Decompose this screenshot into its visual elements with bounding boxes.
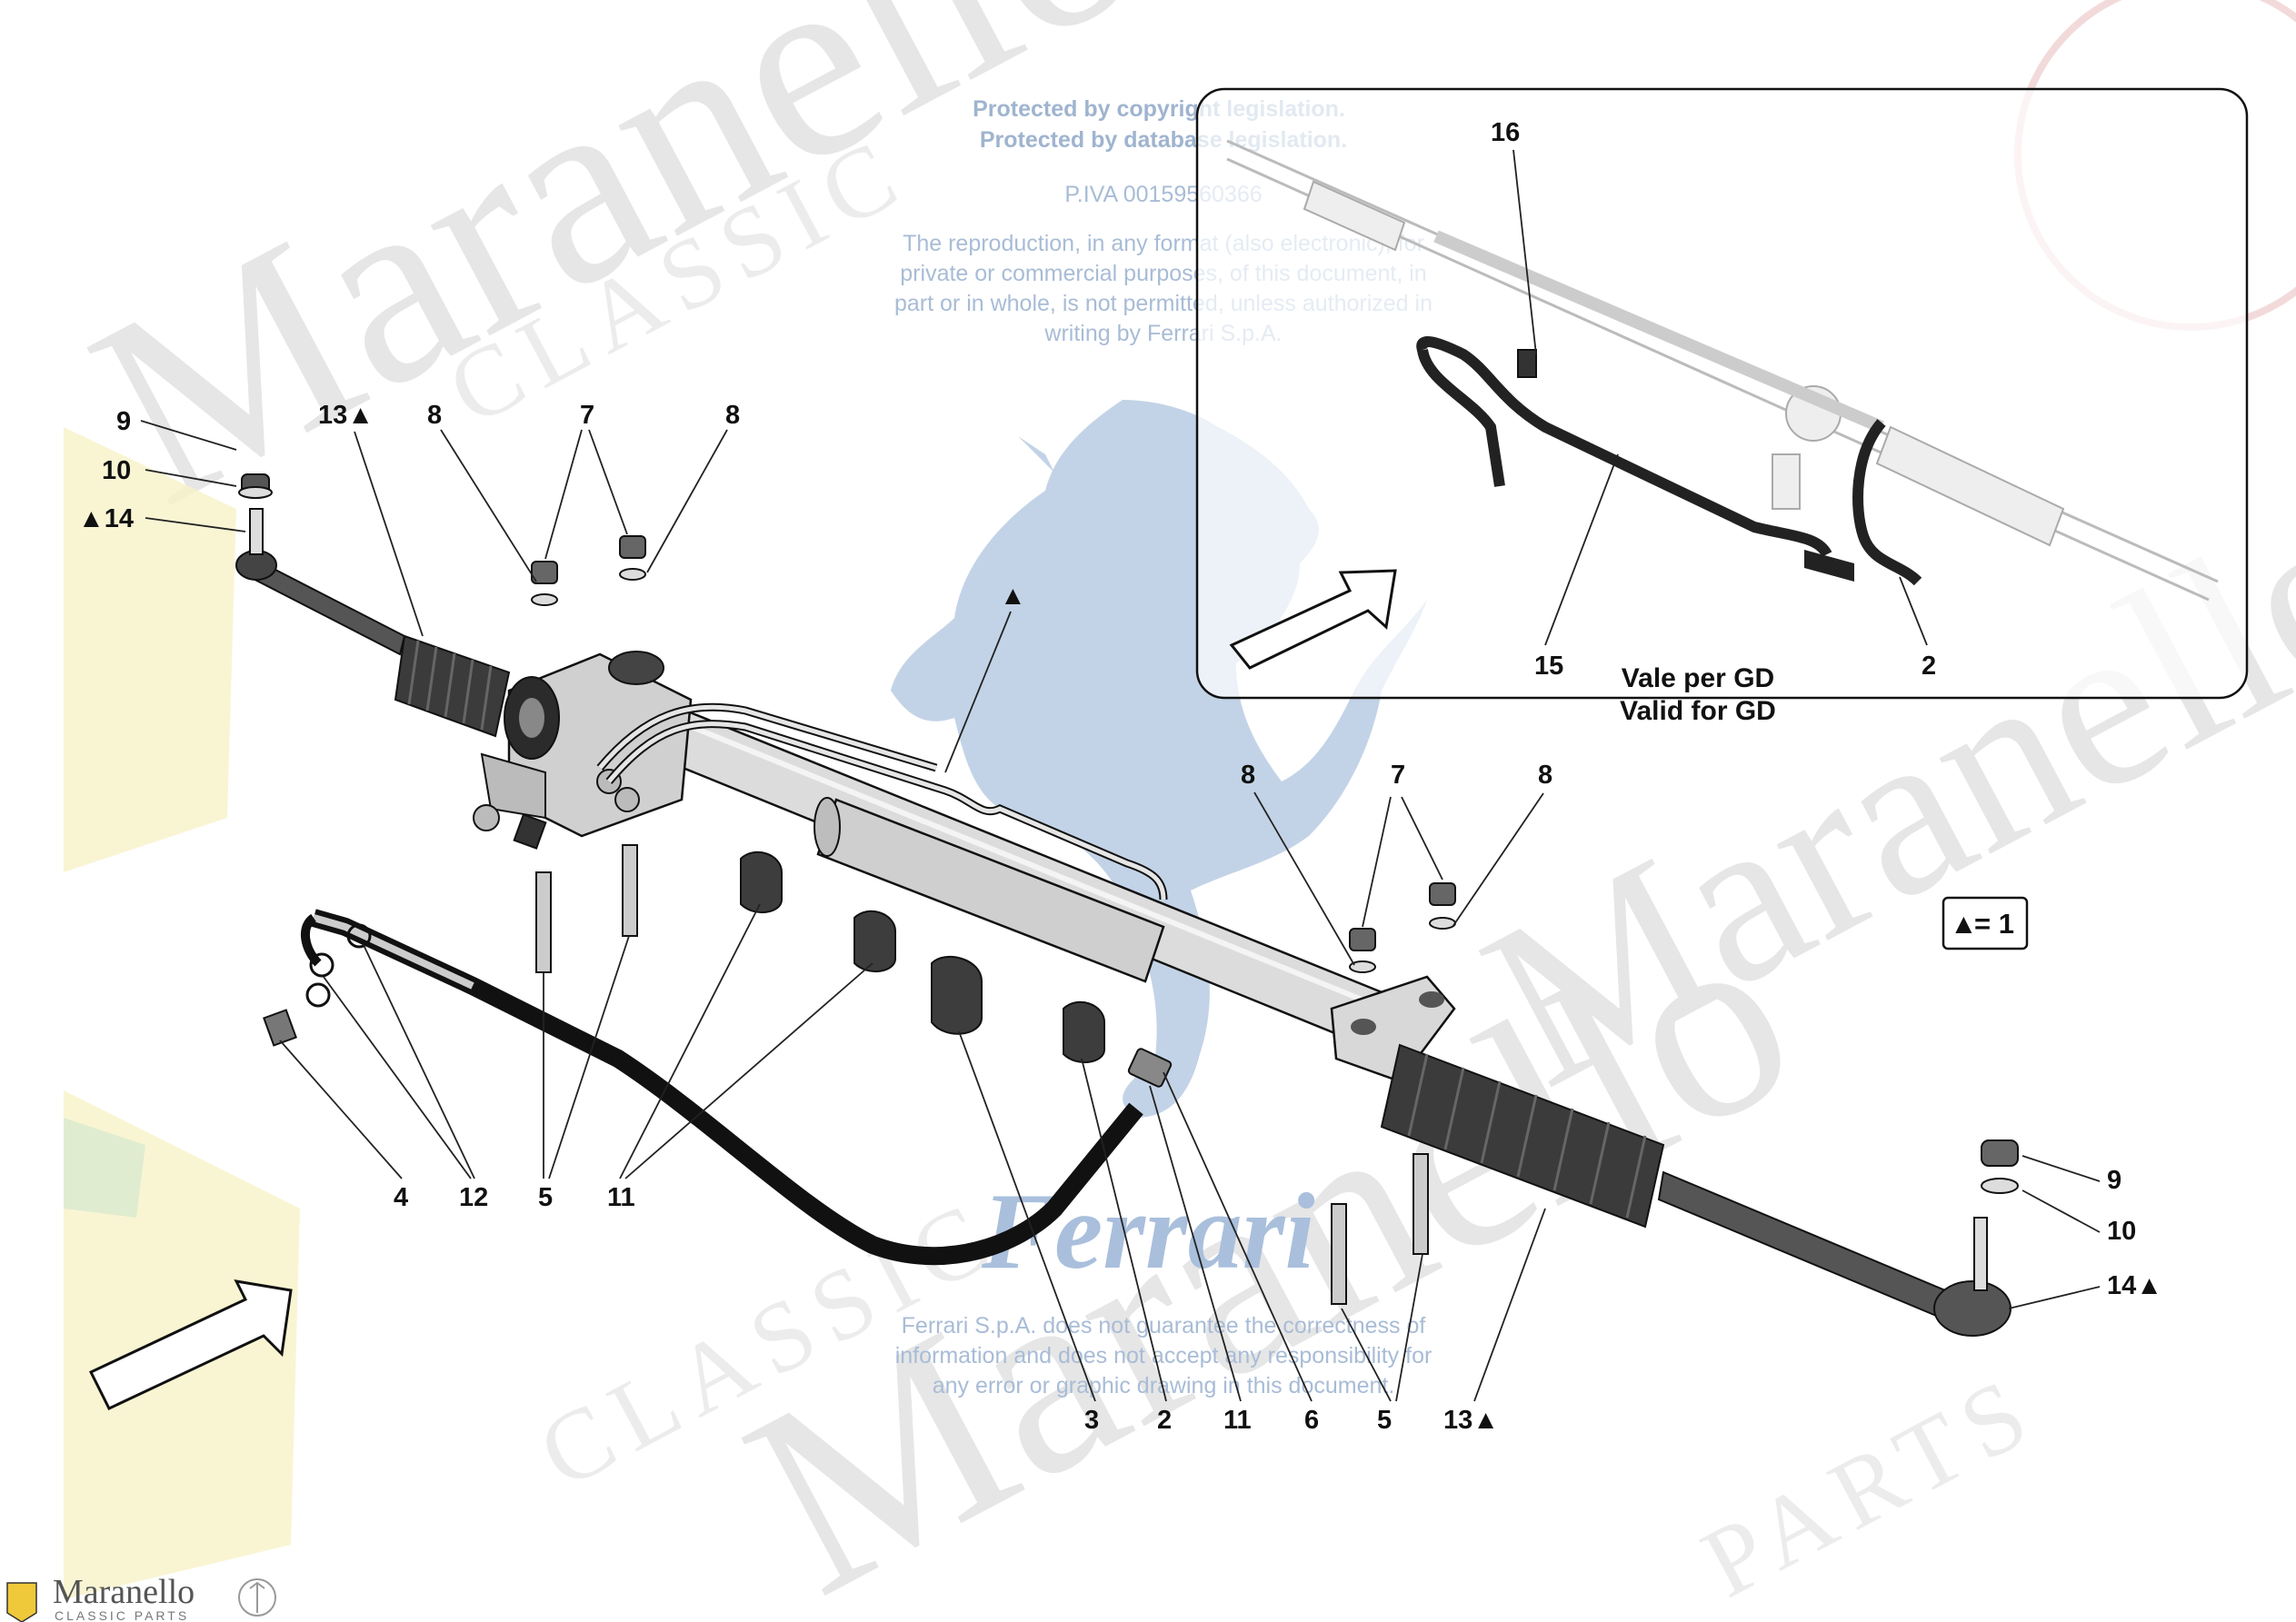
callout-12: 12	[459, 1183, 488, 1212]
callout-triangle-pipe: ▲	[1000, 582, 1026, 611]
inset-callout-2: 2	[1922, 652, 1936, 681]
callout-2: 2	[1157, 1406, 1172, 1435]
inset-hose-2	[1852, 419, 1922, 586]
callout-5-right: 5	[1377, 1406, 1392, 1435]
inset-caption-it: Vale per GD	[1622, 663, 1774, 693]
callout-labels: 9 10 ▲14 13▲ 8 7 8 ▲ 8 7 8 4 12 5 11 3 2…	[78, 401, 2162, 1435]
maserati-badge-icon	[238, 1578, 276, 1617]
inset-panel: 16 15 2 Vale per GD Valid for GD	[1195, 87, 2249, 726]
copyright-notice: Protected by copyright legislation. Prot…	[894, 96, 1433, 1398]
callout-8-right-a: 8	[1241, 761, 1255, 790]
legend-symbol: ▲	[1950, 908, 1978, 940]
callout-14-right: 14▲	[2107, 1271, 2162, 1300]
callout-8-right-b: 8	[1538, 761, 1552, 790]
callout-10-left: 10	[102, 456, 131, 485]
valve-housing	[473, 651, 693, 850]
callout-10-right: 10	[2107, 1217, 2136, 1246]
left-tie-rod	[235, 473, 406, 656]
left-bellow	[394, 634, 511, 738]
brand-sub: CLASSIC PARTS	[55, 1608, 189, 1622]
callout-6: 6	[1304, 1406, 1319, 1435]
bolts	[535, 844, 1429, 1305]
right-bellow	[1380, 1043, 1665, 1229]
inset-callout-15: 15	[1534, 652, 1563, 681]
callout-11-right: 11	[1223, 1406, 1252, 1435]
inset-caption-en: Valid for GD	[1620, 696, 1776, 726]
callout-13-left: 13▲	[318, 401, 374, 430]
right-tie-rod	[1657, 1139, 2019, 1337]
callout-5-left: 5	[538, 1183, 553, 1212]
nuts-washers	[531, 535, 1456, 973]
callout-8-left-b: 8	[725, 401, 740, 430]
disclaimer-1: Ferrari S.p.A. does not guarantee the co…	[902, 1313, 1426, 1338]
direction-arrow-icon	[88, 1279, 293, 1410]
callout-13-right: 13▲	[1443, 1406, 1499, 1435]
legend-text: = 1	[1974, 908, 2014, 940]
inset-direction-arrow-icon	[1229, 569, 1397, 670]
right-mount-bracket	[1330, 975, 1456, 1083]
steering-rack-main	[235, 473, 2019, 1337]
disclaimer-3: any error or graphic drawing in this doc…	[933, 1373, 1395, 1398]
inset-hose-15	[1416, 335, 1832, 558]
ferrari-shield-icon	[6, 1582, 37, 1622]
brand-name: Maranello	[53, 1573, 195, 1611]
leader-lines	[140, 420, 2101, 1402]
inset-callout-16: 16	[1491, 118, 1520, 147]
callout-7-right: 7	[1391, 761, 1405, 790]
callout-3: 3	[1084, 1406, 1099, 1435]
callout-8-left-a: 8	[427, 401, 442, 430]
callout-4: 4	[394, 1183, 408, 1212]
callout-7-left: 7	[580, 401, 594, 430]
callout-9-left: 9	[116, 407, 131, 436]
clamps	[740, 851, 1173, 1088]
callout-9-right: 9	[2107, 1166, 2121, 1195]
shield-left-top-icon	[64, 427, 236, 872]
watermark-parts-bottom: PARTS	[1685, 1352, 2055, 1618]
brand-footer: Maranello CLASSIC PARTS	[6, 1573, 276, 1622]
callout-14-left: ▲14	[78, 504, 134, 533]
legend-box: ▲ = 1	[1942, 896, 2029, 950]
hydraulic-hose-lower	[311, 909, 1143, 1266]
disclaimer-2: information and does not accept any resp…	[895, 1343, 1433, 1368]
callout-11-left: 11	[607, 1183, 635, 1212]
